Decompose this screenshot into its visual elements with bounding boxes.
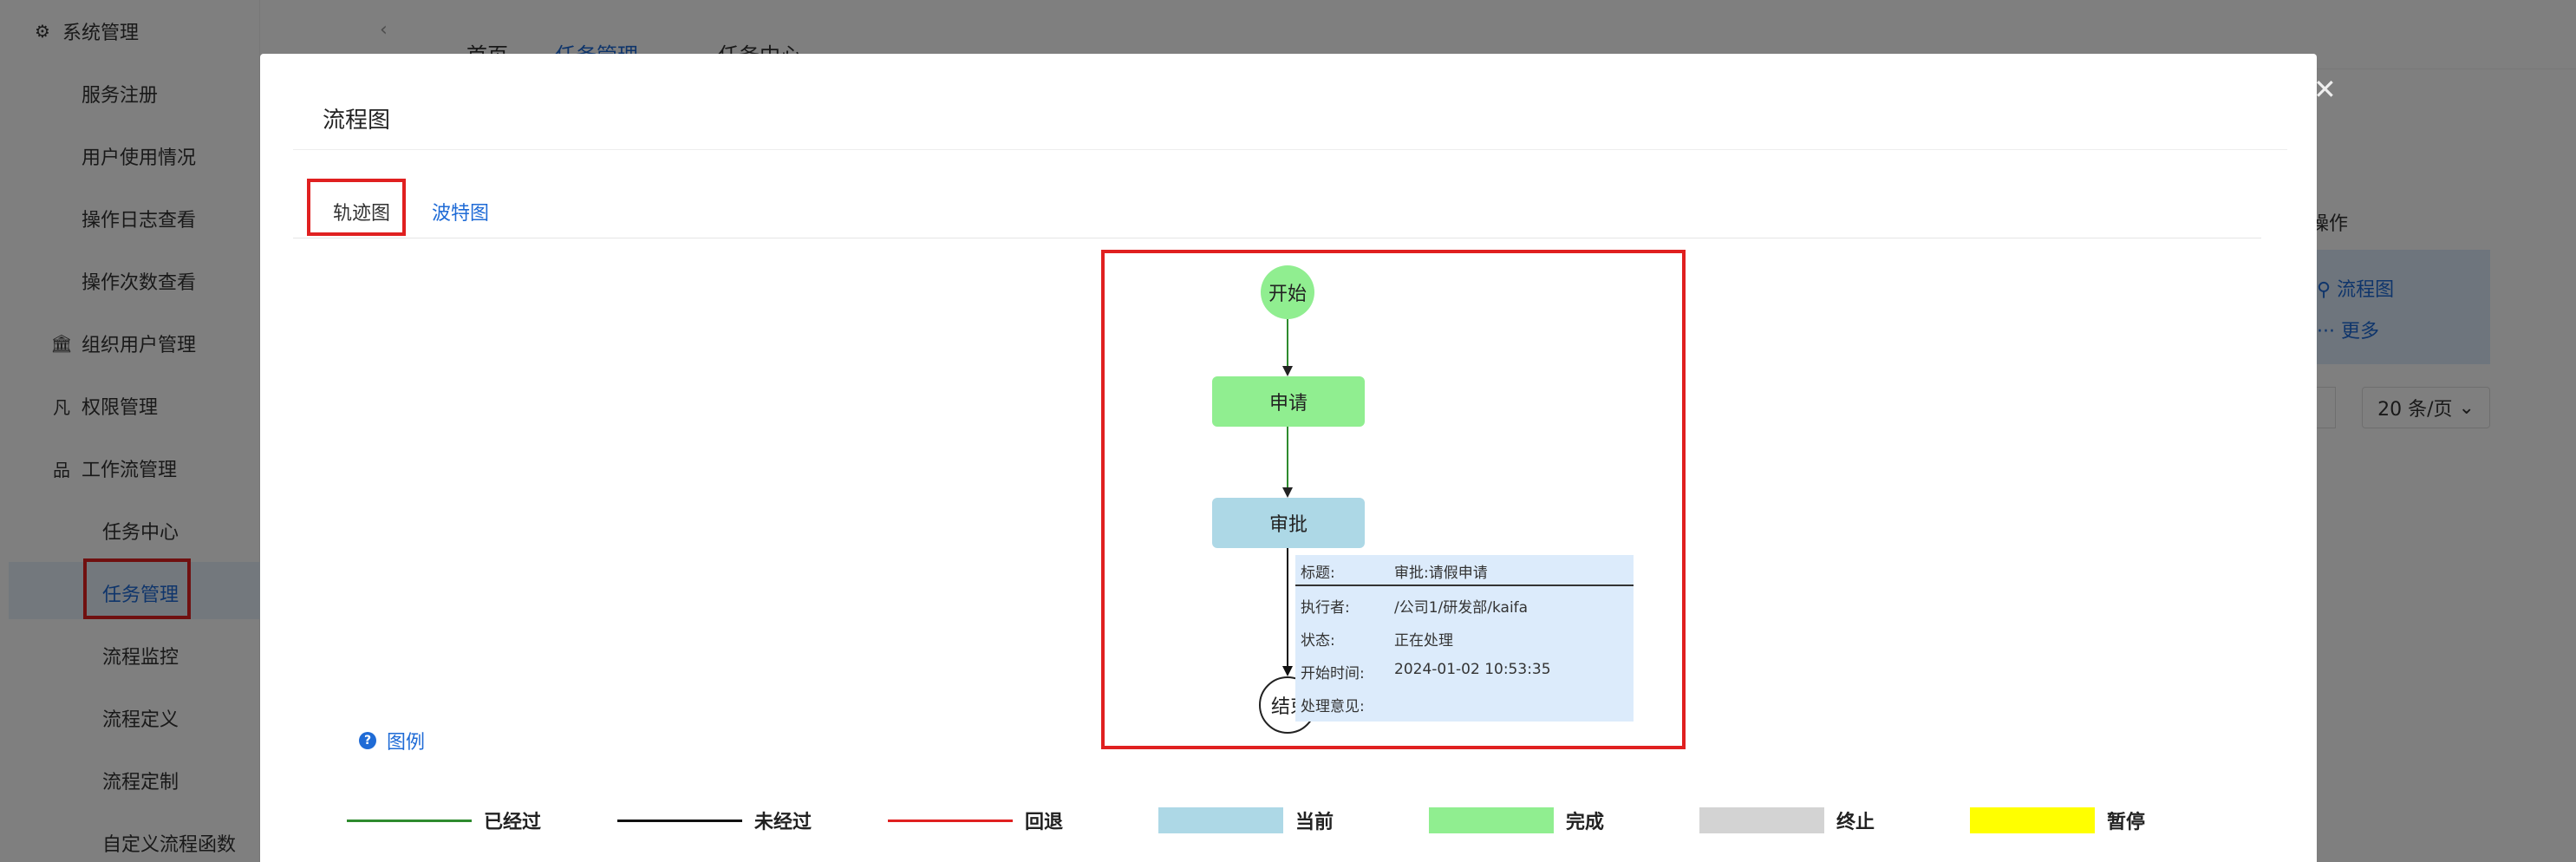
- edge-approve-end: [1287, 548, 1288, 669]
- legend-label: 未经过: [754, 812, 812, 833]
- node-apply[interactable]: 申请: [1212, 376, 1365, 427]
- edge-start-apply: [1287, 319, 1288, 369]
- legend-item: 终止: [1699, 806, 1875, 834]
- tooltip-row-status: 状态: 正在处理: [1301, 628, 1453, 650]
- edge-apply-approve: [1287, 427, 1288, 491]
- legend-title-label: 图例: [387, 732, 426, 754]
- legend-swatch: [347, 819, 472, 822]
- tooltip-key: 状态:: [1301, 632, 1335, 650]
- legend-label: 回退: [1025, 812, 1064, 833]
- legend-item: 完成: [1429, 806, 1604, 834]
- close-icon[interactable]: ✕: [2313, 73, 2337, 106]
- tooltip-row-executor: 执行者: /公司1/研发部/kaifa: [1301, 595, 1528, 617]
- tab-track[interactable]: 轨迹图: [333, 203, 391, 225]
- legend-label: 完成: [1566, 812, 1605, 833]
- divider: [293, 149, 2287, 150]
- legend-swatch: [888, 819, 1013, 822]
- tooltip-row-title: 标题: 审批:请假申请: [1301, 560, 1488, 582]
- legend-swatch: [1970, 807, 2095, 833]
- tooltip-value: /公司1/研发部/kaifa: [1394, 599, 1529, 617]
- tooltip-key: 标题:: [1301, 565, 1335, 582]
- legend-item: 当前: [1158, 806, 1334, 834]
- legend-swatch: [1699, 807, 1824, 833]
- legend-item: 已经过: [347, 806, 541, 834]
- tooltip-value: 正在处理: [1394, 632, 1453, 650]
- legend-title[interactable]: ? 图例: [359, 727, 425, 754]
- legend-label: 终止: [1836, 812, 1875, 833]
- tooltip-value: 审批:请假申请: [1394, 565, 1488, 582]
- legend-swatch: [1158, 807, 1283, 833]
- flowchart-modal: 流程图 轨迹图 波特图 开始 申请 审批 结束 标题: 审批:请假申请 执行者:…: [260, 54, 2317, 862]
- arrow-head: [1282, 487, 1293, 498]
- legend-label: 当前: [1295, 812, 1334, 833]
- legend-item: 未经过: [617, 806, 812, 834]
- tooltip-divider: [1295, 584, 1634, 586]
- arrow-head: [1282, 666, 1293, 676]
- tooltip-key: 处理意见:: [1301, 698, 1365, 715]
- arrow-head: [1282, 366, 1293, 376]
- tooltip-key: 开始时间:: [1301, 665, 1365, 682]
- highlight-box: [307, 179, 406, 236]
- modal-title: 流程图: [323, 108, 391, 134]
- node-tooltip: 标题: 审批:请假申请 执行者: /公司1/研发部/kaifa 状态: 正在处理…: [1295, 555, 1634, 722]
- legend-item: 回退: [888, 806, 1063, 834]
- diagram-highlight-box: [1101, 250, 1686, 749]
- tab-gantt[interactable]: 波特图: [432, 203, 490, 225]
- legend-swatch: [617, 819, 742, 822]
- node-approve[interactable]: 审批: [1212, 498, 1365, 548]
- legend-item: 暂停: [1970, 806, 2145, 834]
- tooltip-key: 执行者:: [1301, 599, 1350, 617]
- legend-swatch: [1429, 807, 1554, 833]
- legend-label: 已经过: [484, 812, 542, 833]
- help-icon: ?: [359, 732, 376, 749]
- legend-label: 暂停: [2107, 812, 2146, 833]
- tooltip-value: 2024-01-02 10:53:35: [1394, 661, 1551, 678]
- tooltip-row-opinion: 处理意见:: [1301, 694, 1394, 715]
- node-start[interactable]: 开始: [1261, 265, 1314, 319]
- tooltip-row-start-time: 开始时间: 2024-01-02 10:53:35: [1301, 661, 1551, 682]
